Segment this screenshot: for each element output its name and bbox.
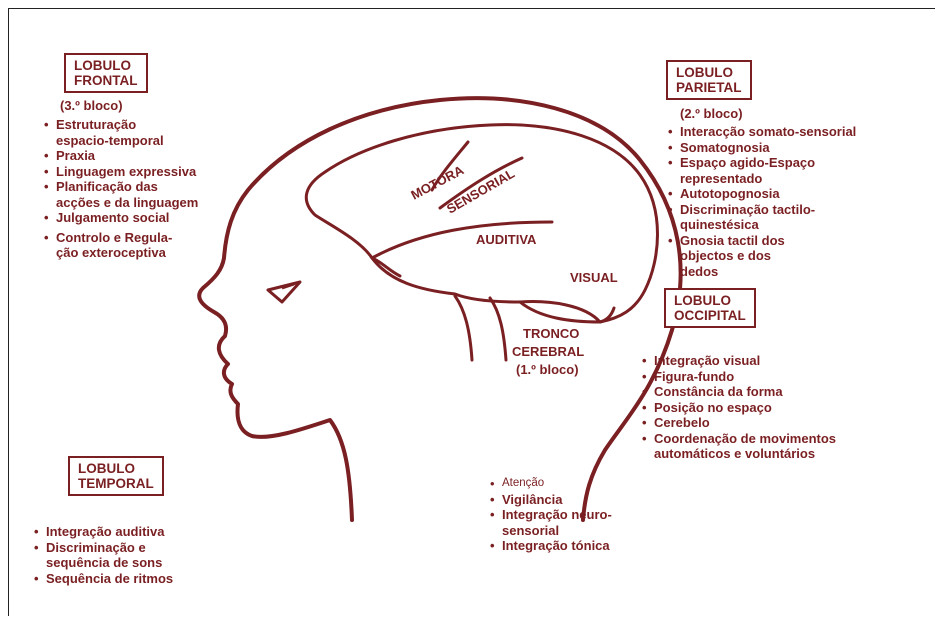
- frontal-title: LOBULO FRONTAL: [64, 53, 148, 93]
- frontal-list: Estruturação espacio-temporal Praxia Lin…: [44, 117, 198, 261]
- list-item: Sequência de ritmos: [34, 571, 173, 587]
- tronco-list: Atenção Vigilância Integração neuro- sen…: [490, 476, 612, 554]
- brainstem-front: [455, 296, 472, 360]
- list-item: Vigilância: [490, 492, 612, 508]
- list-item: Integração tónica: [490, 538, 612, 554]
- list-item: Discriminação tactilo- quinestésica: [668, 202, 856, 233]
- list-item: Discriminação e sequência de sons: [34, 540, 173, 571]
- brain-outline: [306, 125, 657, 322]
- list-item: Constância da forma: [642, 384, 836, 400]
- list-item: Estruturação espacio-temporal: [44, 117, 198, 148]
- list-item: Figura-fundo: [642, 369, 836, 385]
- label-tronco-1: TRONCO: [523, 326, 579, 341]
- list-item: Posição no espaço: [642, 400, 836, 416]
- list-item: Atenção: [490, 476, 612, 492]
- list-item: Integração auditiva: [34, 524, 173, 540]
- eye-icon: [268, 282, 300, 302]
- list-item: Linguagem expressiva: [44, 164, 198, 180]
- list-item: Cerebelo: [642, 415, 836, 431]
- label-auditiva: AUDITIVA: [476, 232, 537, 247]
- list-item: Gnosia tactil dos objectos e dos dedos: [668, 233, 856, 280]
- list-item: Somatognosia: [668, 140, 856, 156]
- list-item: Autotopognosia: [668, 186, 856, 202]
- frontal-subtitle: (3.º bloco): [60, 98, 123, 114]
- parietal-subtitle: (2.º bloco): [680, 106, 743, 122]
- occipital-title: LOBULO OCCIPITAL: [664, 288, 756, 328]
- list-item: Coordenação de movimentos automáticos e …: [642, 431, 836, 462]
- temporal-list: Integração auditiva Discriminação e sequ…: [34, 524, 173, 586]
- list-item: Controlo e Regula- ção exteroceptiva: [44, 230, 198, 261]
- parietal-title: LOBULO PARIETAL: [666, 60, 752, 100]
- list-item: Integração neuro- sensorial: [490, 507, 612, 538]
- temporal-title: LOBULO TEMPORAL: [68, 456, 164, 496]
- list-item: Interacção somato-sensorial: [668, 124, 856, 140]
- brainstem-back: [490, 298, 506, 360]
- parietal-list: Interacção somato-sensorial Somatognosia…: [668, 124, 856, 279]
- label-tronco-3: (1.º bloco): [516, 362, 579, 377]
- list-item: Praxia: [44, 148, 198, 164]
- list-item: Espaço agido-Espaço representado: [668, 155, 856, 186]
- head-outline: [199, 98, 680, 520]
- list-item: Planificação das acções e da linguagem: [44, 179, 198, 210]
- occipital-list: Integração visual Figura-fundo Constânci…: [642, 353, 836, 462]
- list-item: Integração visual: [642, 353, 836, 369]
- label-tronco-2: CEREBRAL: [512, 344, 584, 359]
- list-item: Julgamento social: [44, 210, 198, 226]
- label-visual: VISUAL: [570, 270, 618, 285]
